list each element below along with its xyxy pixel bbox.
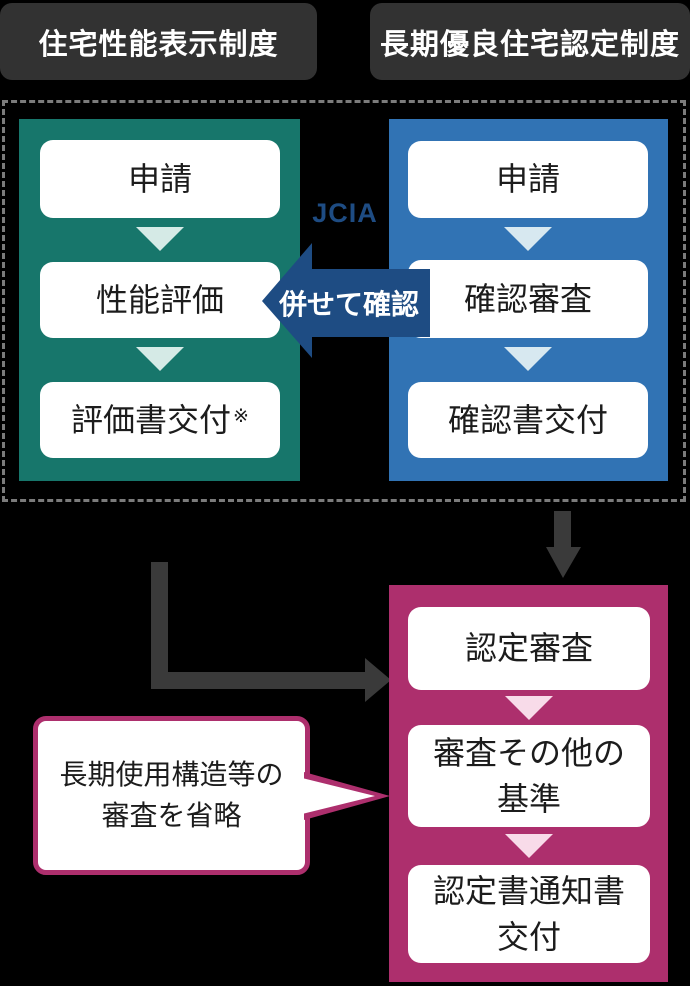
flow-arrow-down-icon (504, 347, 552, 371)
connector-down-arrow-head-icon (546, 547, 581, 578)
connector-elbow-horizontal (151, 672, 365, 689)
step-box-other-criteria: 審査その他の 基準 (408, 725, 650, 827)
flow-arrow-down-icon (136, 227, 184, 251)
step-box-application-left: 申請 (40, 140, 280, 218)
connector-down-arrow (554, 511, 571, 548)
step-label-line1: 認定書通知書 (432, 872, 625, 909)
note-reference-mark: ※ (233, 405, 249, 427)
performance-flow-panel: 申請 性能評価 評価書交付※ (19, 119, 300, 481)
merge-arrow-label: 併せて確認 (278, 289, 419, 320)
step-box-confirmation-issue: 確認書交付 (408, 382, 648, 458)
step-label-text: 評価書交付 (71, 401, 232, 438)
step-label: 確認書交付 (447, 401, 608, 438)
step-box-certification-review: 認定審査 (408, 607, 650, 690)
header-performance-label: 住宅性能表示制度 (38, 28, 279, 61)
connector-elbow-arrow-head-icon (365, 658, 391, 702)
callout-line2: 審査を省略 (101, 799, 242, 831)
step-label-line2: 交付 (496, 919, 561, 955)
callout-line1: 長期使用構造等の (59, 758, 284, 790)
header-longterm-system: 長期優良住宅認定制度 (370, 3, 690, 80)
confirmation-flow-panel: 申請 確認審査 確認書交付 (389, 119, 668, 481)
flow-arrow-down-icon (504, 227, 552, 251)
step-label-line1: 審査その他の (432, 734, 625, 771)
callout-tail-fill (298, 777, 375, 815)
step-box-confirmation-review: 確認審査 (408, 260, 648, 338)
joint-review-frame (2, 100, 686, 502)
jcia-label: JCIA (312, 198, 378, 228)
flow-arrow-down-icon (505, 696, 553, 720)
omission-callout: 長期使用構造等の 審査を省略 (33, 716, 310, 875)
flow-arrow-down-icon (505, 834, 553, 858)
step-label: 評価書交付※ (71, 397, 249, 443)
step-label: 性能評価 (95, 281, 224, 318)
connector-elbow-vertical (151, 562, 168, 689)
step-label-line2: 基準 (496, 781, 561, 817)
merge-arrow-left-icon (262, 243, 312, 358)
flow-arrow-down-icon (136, 347, 184, 371)
step-box-certificate-issue: 認定書通知書 交付 (408, 865, 650, 963)
merge-arrow-shaft (312, 269, 430, 337)
step-box-application-right: 申請 (408, 141, 648, 218)
step-box-performance-evaluation: 性能評価 (40, 262, 280, 338)
header-longterm-label: 長期優良住宅認定制度 (379, 28, 680, 61)
certification-flow-panel: 認定審査 審査その他の 基準 認定書通知書 交付 (389, 585, 668, 982)
step-label: 確認審査 (463, 280, 592, 317)
step-box-evaluation-report: 評価書交付※ (40, 382, 280, 458)
header-performance-system: 住宅性能表示制度 (0, 3, 317, 80)
step-label: 申請 (495, 161, 560, 198)
step-label: 認定審査 (464, 630, 593, 667)
step-label: 申請 (127, 160, 192, 197)
